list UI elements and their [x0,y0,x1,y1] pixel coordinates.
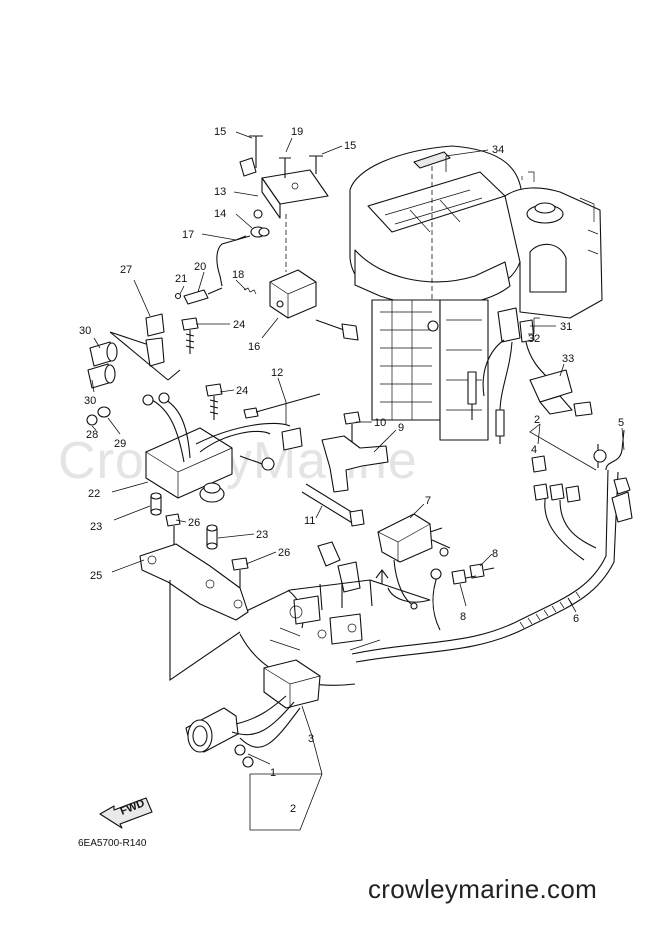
direction-arrow [375,569,389,584]
clip-piece [239,157,257,177]
callout-10: 10 [374,417,386,429]
part-33-bracket [529,369,593,417]
callout-labels: 15 19 15 34 13 14 17 21 20 18 27 24 16 3… [79,126,624,815]
drawing-code: 6EA5700-R140 [78,838,147,849]
callout-22: 22 [88,488,100,500]
part-27-bracket [145,313,165,367]
callout-15b: 15 [344,140,356,152]
part-12-strap [255,393,321,413]
callout-1: 1 [270,767,276,779]
callout-14: 14 [214,208,226,220]
part-9-bracket [321,435,389,493]
callout-29: 29 [114,438,126,450]
callout-24b: 24 [236,385,248,397]
callout-17: 17 [182,229,194,241]
part-1-cable [185,695,301,768]
fwd-arrow: FWD [99,797,153,829]
group-bracket-lines [109,331,181,381]
callout-25: 25 [90,570,102,582]
callout-2a: 2 [534,414,540,426]
callout-32: 32 [528,333,540,345]
bolt-15-right [309,155,323,174]
part-8-bolts [451,563,495,585]
part-22-rectifier [142,392,303,503]
wire-harness [351,429,633,663]
part-20-21 [174,287,223,305]
bolt-19 [279,157,291,178]
callout-2b: 2 [290,803,296,815]
part-18-spring [243,287,257,295]
callout-15a: 15 [214,126,226,138]
callout-19: 19 [291,126,303,138]
callout-8b: 8 [460,611,466,623]
callout-8a: 8 [492,548,498,560]
callout-21: 21 [175,273,187,285]
part-14-grommet [250,226,270,238]
part-12-tie [243,407,259,419]
callout-6: 6 [573,613,579,625]
switch-leads [467,307,549,444]
callout-27: 27 [120,264,132,276]
footer-site-link[interactable]: crowleymarine.com [368,874,598,904]
part-29-washer [97,406,111,418]
part-3-grommet [263,659,321,709]
engine-block [349,145,603,441]
callout-9: 9 [398,422,404,434]
part-7-regulator [377,513,451,610]
callout-3: 3 [308,733,314,745]
callout-12: 12 [271,367,283,379]
callout-30b: 30 [84,395,96,407]
bolt-24-upper [181,317,199,354]
part-30-collars [87,341,118,389]
callout-26b: 26 [278,547,290,559]
callout-23b: 23 [256,529,268,541]
leader-lines [91,131,625,831]
part-34-cap [413,151,451,300]
callout-4: 4 [531,444,537,456]
callout-33: 33 [562,353,574,365]
group-bracket-lower [169,580,241,682]
callout-28: 28 [86,429,98,441]
callout-11: 11 [304,515,315,527]
callout-18: 18 [232,269,244,281]
bottom-cowling [235,541,431,686]
part-16-relay [269,269,359,341]
callout-23a: 23 [90,521,102,533]
bolt-15-left [249,135,263,168]
callout-26a: 26 [188,517,200,529]
part-11-strap [301,483,365,527]
callout-34: 34 [492,144,504,156]
bracket-13 [253,169,329,219]
callout-24a: 24 [233,319,245,331]
callout-31: 31 [560,321,572,333]
callout-13: 13 [214,186,226,198]
part-28-washer [86,414,98,426]
callout-30a: 30 [79,325,91,337]
parts-23-26-25 [139,492,249,621]
callout-20: 20 [194,261,206,273]
callout-16: 16 [248,341,260,353]
callout-7: 7 [425,495,431,507]
bolt-24-lower [205,383,223,420]
callout-5: 5 [618,417,624,429]
part-17-cable [216,235,251,287]
